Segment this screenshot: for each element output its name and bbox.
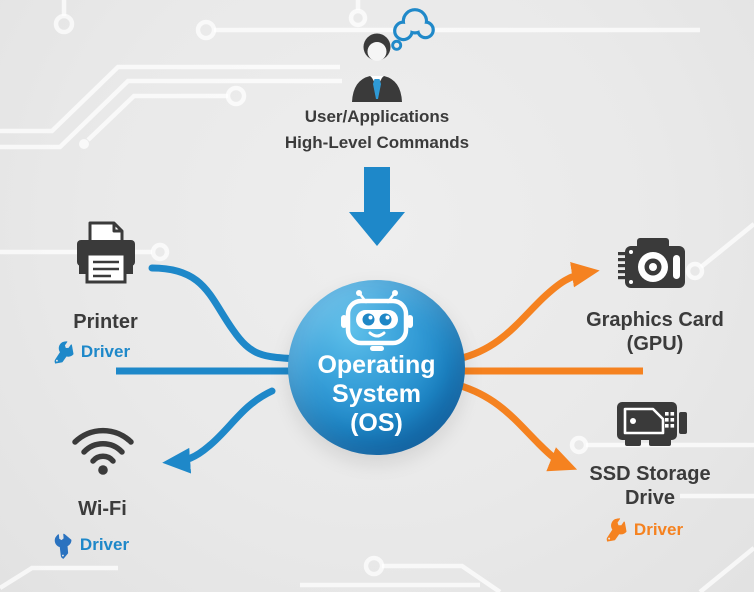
operating-system-node: Operating System (OS) <box>288 280 465 455</box>
printer-to-os-link <box>148 264 302 363</box>
printer-icon <box>76 221 135 284</box>
ssd-label-line1: SSD Storage <box>589 463 711 485</box>
user-label-line1: User/Applications <box>304 107 450 126</box>
wifi-node: Wi-Fi Driver <box>30 421 175 560</box>
wrench-icon <box>606 518 628 542</box>
ssd-driver-label: Driver <box>633 519 684 539</box>
wifi-driver-label: Driver <box>79 535 130 554</box>
ssd-driver-row: Driver <box>564 518 724 542</box>
robot-icon <box>340 290 413 351</box>
os-label-line3: (OS) <box>350 409 403 437</box>
ssd-label-line2: Drive <box>624 487 676 509</box>
wifi-driver-row: Driver <box>18 533 163 560</box>
os-label-line1: Operating <box>317 351 436 379</box>
wifi-icon <box>71 427 134 475</box>
printer-node: Printer Driver <box>33 220 178 364</box>
wrench-icon <box>54 533 72 560</box>
user-label-line2: High-Level Commands <box>284 133 470 152</box>
wrench-icon <box>54 341 75 364</box>
printer-label: Printer <box>73 311 138 333</box>
os-to-gpu-arrow <box>454 261 600 363</box>
gpu-label-line1: Graphics Card <box>586 309 724 331</box>
gpu-node: Graphics Card (GPU) <box>575 236 735 357</box>
gpu-icon <box>618 238 685 288</box>
printer-driver-label: Driver <box>80 342 131 361</box>
os-to-ssd-arrow <box>454 381 578 472</box>
wifi-label: Wi-Fi <box>78 498 127 520</box>
ssd-node: SSD Storage Drive Driver <box>570 400 730 542</box>
os-label-line2: System <box>332 380 421 408</box>
gpu-label-line2: (GPU) <box>626 333 684 355</box>
printer-driver-row: Driver <box>19 341 164 364</box>
os-to-wifi-arrow <box>162 387 276 474</box>
user-applications-node: User/Applications High-Level Commands <box>237 0 517 156</box>
user-to-os-down-arrow <box>349 167 405 246</box>
user-icon <box>352 33 402 102</box>
ssd-icon <box>617 402 687 446</box>
user-figure <box>237 0 517 104</box>
thought-bubble-icon <box>391 8 435 51</box>
